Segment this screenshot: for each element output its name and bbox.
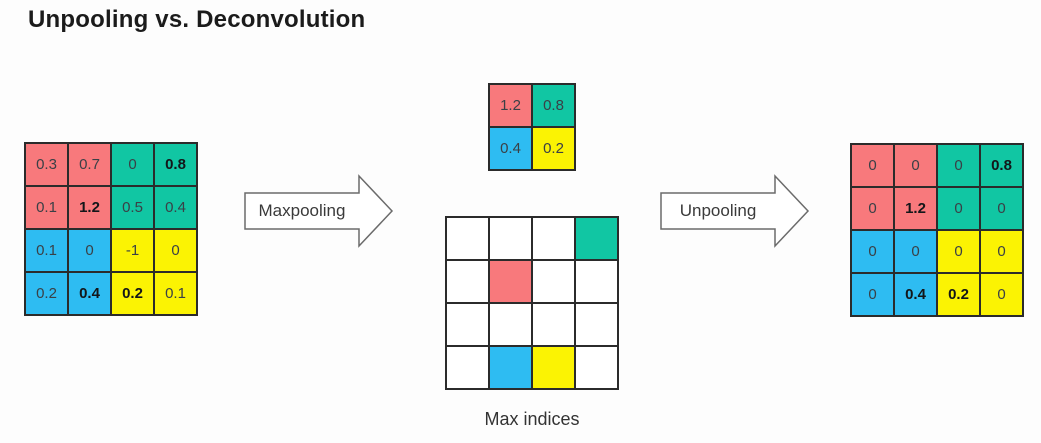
maxpooling-arrow-label: Maxpooling [258,201,346,220]
grid-cell: 0 [895,145,936,186]
grid-cell [533,218,574,259]
grid-cell: 0.4 [69,273,110,314]
grid-cell: 0.1 [26,187,67,228]
grid-cell: 0 [852,231,893,272]
grid-cell [490,347,531,388]
grid-cell [447,261,488,302]
grid-cell: 0 [852,145,893,186]
grid-cell: -1 [112,230,153,271]
block-arrow-right-icon [244,174,394,248]
grid-cell: 0 [981,231,1022,272]
grid-cell: 0 [155,230,196,271]
maxpooling-arrow: Maxpooling [244,174,394,248]
grid-cell: 0 [112,144,153,185]
grid-cell: 0.2 [938,274,979,315]
page-title: Unpooling vs. Deconvolution [28,6,366,33]
block-arrow-right-icon [660,174,810,248]
grid-cell: 0 [981,274,1022,315]
grid-cell: 0.2 [533,128,574,169]
grid-cell [533,347,574,388]
max-indices-label: Max indices [484,409,580,429]
grid-cell: 0 [852,188,893,229]
grid-cell [576,261,617,302]
grid-cell: 0 [852,274,893,315]
unpooling-arrow-label: Unpooling [679,201,757,220]
grid-cell: 0 [938,231,979,272]
grid-cell: 0 [981,188,1022,229]
max-indices-grid [445,216,619,390]
grid-cell [576,347,617,388]
grid-cell: 0 [895,231,936,272]
grid-cell: 1.2 [895,188,936,229]
grid-cell [447,218,488,259]
grid-cell: 0.8 [533,85,574,126]
grid-cell: 0.8 [981,145,1022,186]
grid-cell: 0.4 [490,128,531,169]
grid-cell: 1.2 [69,187,110,228]
grid-cell: 0.7 [69,144,110,185]
grid-cell [576,218,617,259]
grid-cell [533,261,574,302]
grid-cell [447,304,488,345]
grid-cell: 0 [938,188,979,229]
grid-cell: 0 [69,230,110,271]
grid-cell: 0.4 [895,274,936,315]
grid-cell: 0 [938,145,979,186]
grid-cell: 1.2 [490,85,531,126]
grid-cell: 0.5 [112,187,153,228]
grid-cell: 0.4 [155,187,196,228]
grid-cell: 0.1 [155,273,196,314]
grid-cell [490,218,531,259]
grid-cell: 0.2 [26,273,67,314]
grid-cell: 0.3 [26,144,67,185]
grid-cell [490,261,531,302]
grid-cell: 0.1 [26,230,67,271]
grid-cell [533,304,574,345]
grid-cell [490,304,531,345]
grid-cell [576,304,617,345]
grid-cell: 0.8 [155,144,196,185]
unpooling-arrow: Unpooling [660,174,810,248]
grid-cell: 0.2 [112,273,153,314]
grid-cell [447,347,488,388]
